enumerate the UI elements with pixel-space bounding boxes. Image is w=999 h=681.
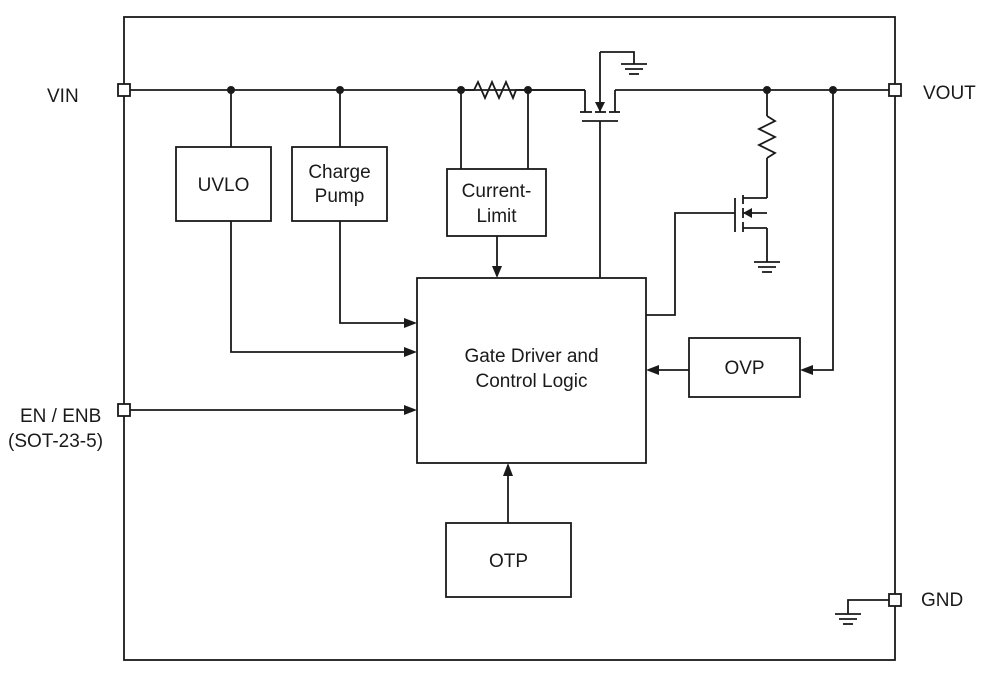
uvlo-arrow [404,347,417,357]
en-label: EN / ENB [20,406,101,427]
charge-pump-arrow [404,318,417,328]
gnd-pin [888,593,902,607]
vout-to-ovp [812,90,834,371]
en-package-label: (SOT-23-5) [8,431,103,452]
current-limit-label-line2: Limit [476,206,517,227]
gate-driver-label-line1: Gate Driver and [464,346,598,367]
charge-pump-label-line1: Charge [308,162,370,183]
uvlo-label: UVLO [198,175,250,196]
vout-to-ovp-arrow [800,365,813,375]
ovp-label: OVP [724,358,764,379]
en-pin [117,403,131,417]
discharge-path [646,90,780,316]
package-outline [123,16,896,661]
vout-pin [888,83,902,97]
otp-block [445,522,572,598]
ovp-arrow [646,365,659,375]
ovp-block [688,337,801,398]
charge-pump-label-line2: Pump [315,186,365,207]
gnd-label: GND [921,590,963,611]
current-limit-block [446,168,547,237]
otp-label: OTP [489,551,528,572]
vin-label: VIN [47,86,79,107]
charge-pump-block [291,146,388,222]
uvlo-block [175,146,272,222]
vin-pin [117,83,131,97]
pass-mosfet [580,51,647,278]
gate-driver-block [416,277,647,464]
charge-pump-to-gate [339,221,405,324]
otp-arrow [503,463,513,476]
uvlo-to-gate [230,221,405,353]
gnd-internal-ground [835,599,889,625]
gate-driver-label-line2: Control Logic [476,371,588,392]
en-arrow [404,405,417,415]
current-limit-arrow [492,266,502,278]
vout-label: VOUT [923,83,976,104]
current-limit-label-line1: Current- [462,181,532,202]
sense-resistor [461,79,528,101]
